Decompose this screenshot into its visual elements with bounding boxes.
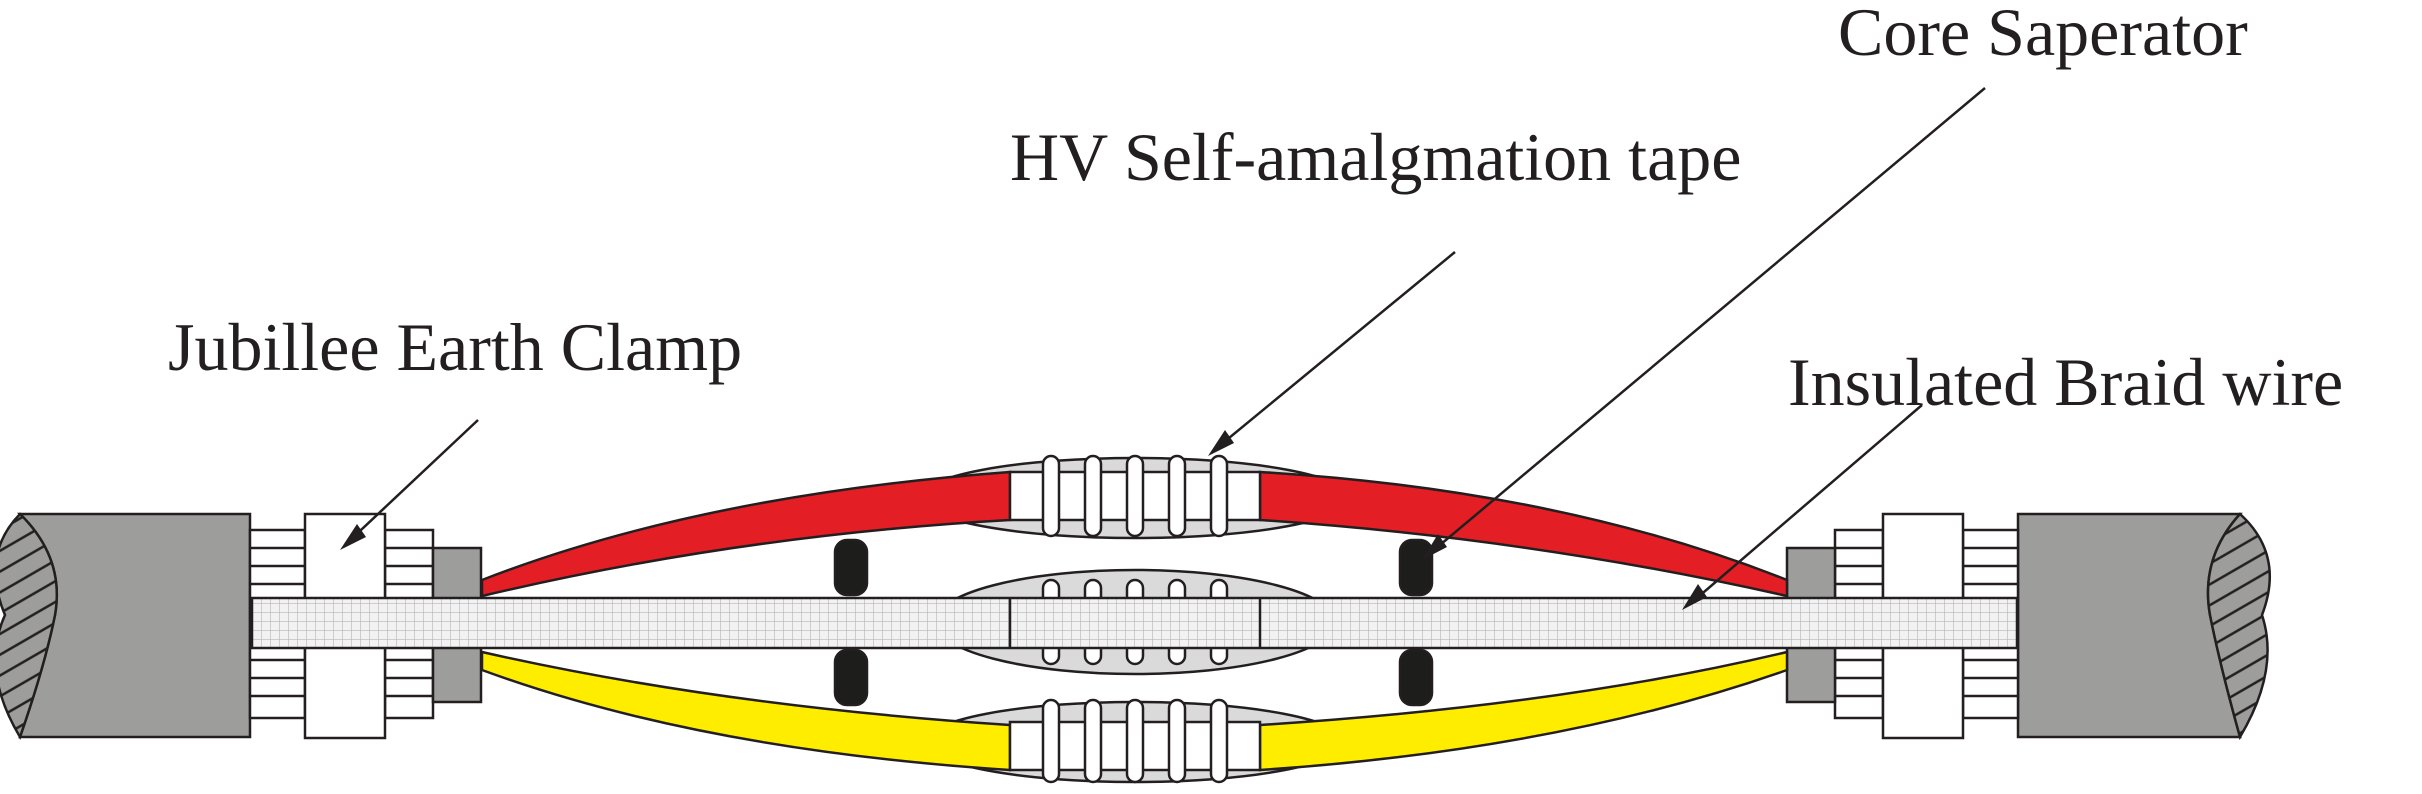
core-separators <box>833 538 1434 707</box>
right-cable-cross-section <box>2206 512 2271 741</box>
core-separator-bottom-right <box>1398 648 1434 707</box>
red-core-connector <box>1008 454 1262 538</box>
core-separator-top-right <box>1398 538 1434 597</box>
hv-tape-leader <box>1211 251 1456 453</box>
core-separator-arrowhead <box>1422 534 1447 560</box>
hv-tape-label: HV Self-amalgmation tape <box>1010 119 1741 195</box>
braid-wire-joint-marks <box>1008 598 1262 648</box>
earth-clamp-leader <box>344 419 479 546</box>
braid-wire-leader <box>1689 404 1923 605</box>
red-core-left <box>480 470 1012 598</box>
core-separator-top-left <box>833 538 869 597</box>
yellow-core-right <box>1258 650 1789 772</box>
core-separator-leader <box>1427 87 1986 556</box>
core-separator-label: Core Saperator <box>1838 0 2248 70</box>
hv-tape-arrowhead <box>1208 430 1234 456</box>
leader-lines <box>340 87 1986 610</box>
core-separator-bottom-left <box>833 648 869 707</box>
insulated-braid-wire <box>250 596 2019 650</box>
left-outer-sheath <box>16 512 252 739</box>
earth-clamp-label: Jubillee Earth Clamp <box>168 309 742 385</box>
left-cable-cross-section <box>0 512 59 740</box>
right-outer-sheath <box>2016 512 2243 739</box>
braid-wire-arrowhead <box>1682 584 1707 610</box>
red-core-right <box>1258 470 1789 598</box>
braid-wire-label: Insulated Braid wire <box>1788 344 2343 420</box>
yellow-core-connector <box>1008 698 1262 784</box>
earth-clamp-arrowhead <box>340 524 366 550</box>
yellow-core-left <box>480 650 1012 772</box>
